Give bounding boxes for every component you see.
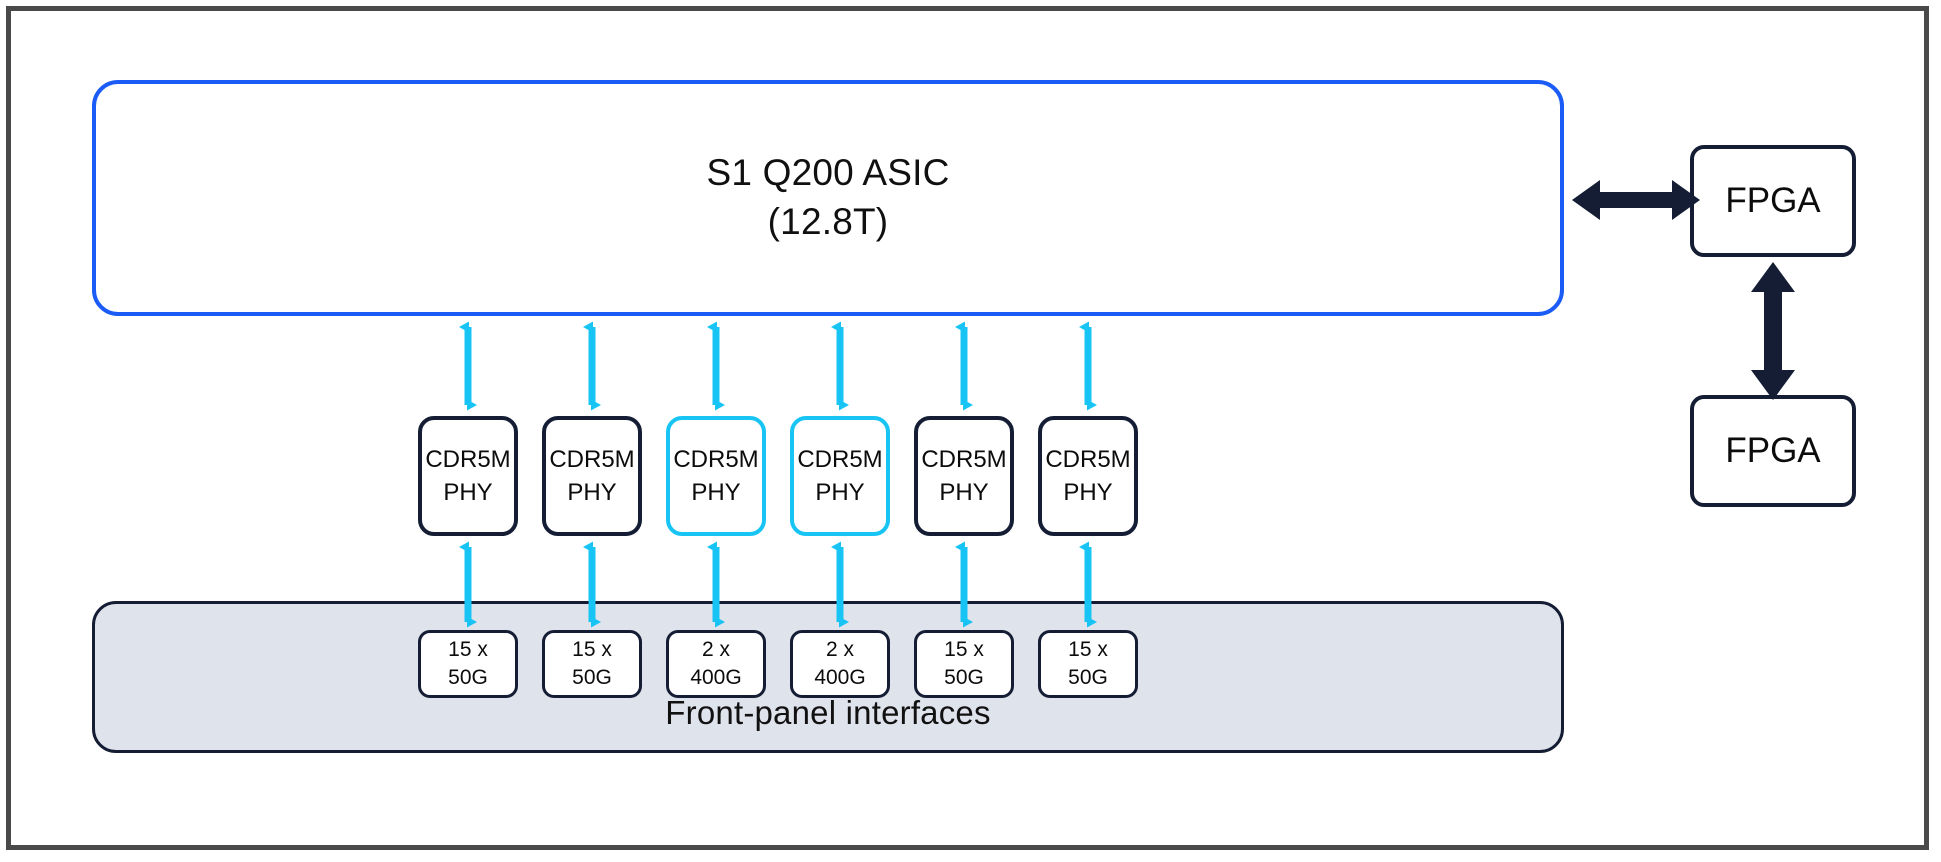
interface-label-line-2: 50G [448,666,488,689]
phy-block-4: CDR5M PHY [790,416,890,536]
interface-label-line-2: 50G [572,666,612,689]
phy-label-line-2: PHY [443,479,493,506]
interface-label-line-1: 15 x [1068,637,1108,661]
interface-label-line-2: 50G [1068,666,1108,689]
interface-block-3: 2 x 400G [666,630,766,698]
phy-block-2: CDR5M PHY [542,416,642,536]
phy-label-line-1: CDR5M [673,445,759,473]
phy-label-line-2: PHY [1063,479,1113,506]
asic-title-line-1: S1 Q200 ASIC [706,152,950,194]
asic-block: S1 Q200 ASIC (12.8T) [92,80,1564,316]
interface-label-line-2: 400G [814,666,866,689]
interface-label-line-1: 2 x [825,637,854,661]
interface-block-6: 15 x 50G [1038,630,1138,698]
phy-block-6: CDR5M PHY [1038,416,1138,536]
asic-title-line-2: (12.8T) [767,201,889,242]
front-panel-caption: Front-panel interfaces [665,694,991,731]
phy-label-line-1: CDR5M [797,445,883,473]
phy-label-line-1: CDR5M [549,445,635,473]
interface-block-4: 2 x 400G [790,630,890,698]
phy-block-5: CDR5M PHY [914,416,1014,536]
phy-label-line-1: CDR5M [425,445,511,473]
phy-label-line-2: PHY [691,479,741,506]
phy-label-line-1: CDR5M [1045,445,1131,473]
phy-label-line-1: CDR5M [921,445,1007,473]
interface-label-line-1: 15 x [944,637,984,661]
interface-label-line-2: 50G [944,666,984,689]
fpga-block-bottom: FPGA [1690,395,1856,507]
phy-label-line-2: PHY [939,479,989,506]
interface-row: 15 x 50G 15 x 50G 2 x 400G 2 x 400G 15 x… [418,630,1162,698]
interface-label-line-1: 2 x [701,637,730,661]
interface-label-line-1: 15 x [448,637,488,661]
fpga-block-top: FPGA [1690,145,1856,257]
interface-block-2: 15 x 50G [542,630,642,698]
phy-block-1: CDR5M PHY [418,416,518,536]
interface-label-line-1: 15 x [572,637,612,661]
phy-row: CDR5M PHY CDR5M PHY CDR5M PHY CDR5M PHY … [418,416,1162,536]
phy-block-3: CDR5M PHY [666,416,766,536]
interface-label-line-2: 400G [690,666,742,689]
interface-block-5: 15 x 50G [914,630,1014,698]
phy-label-line-2: PHY [567,479,617,506]
interface-block-1: 15 x 50G [418,630,518,698]
phy-label-line-2: PHY [815,479,865,506]
